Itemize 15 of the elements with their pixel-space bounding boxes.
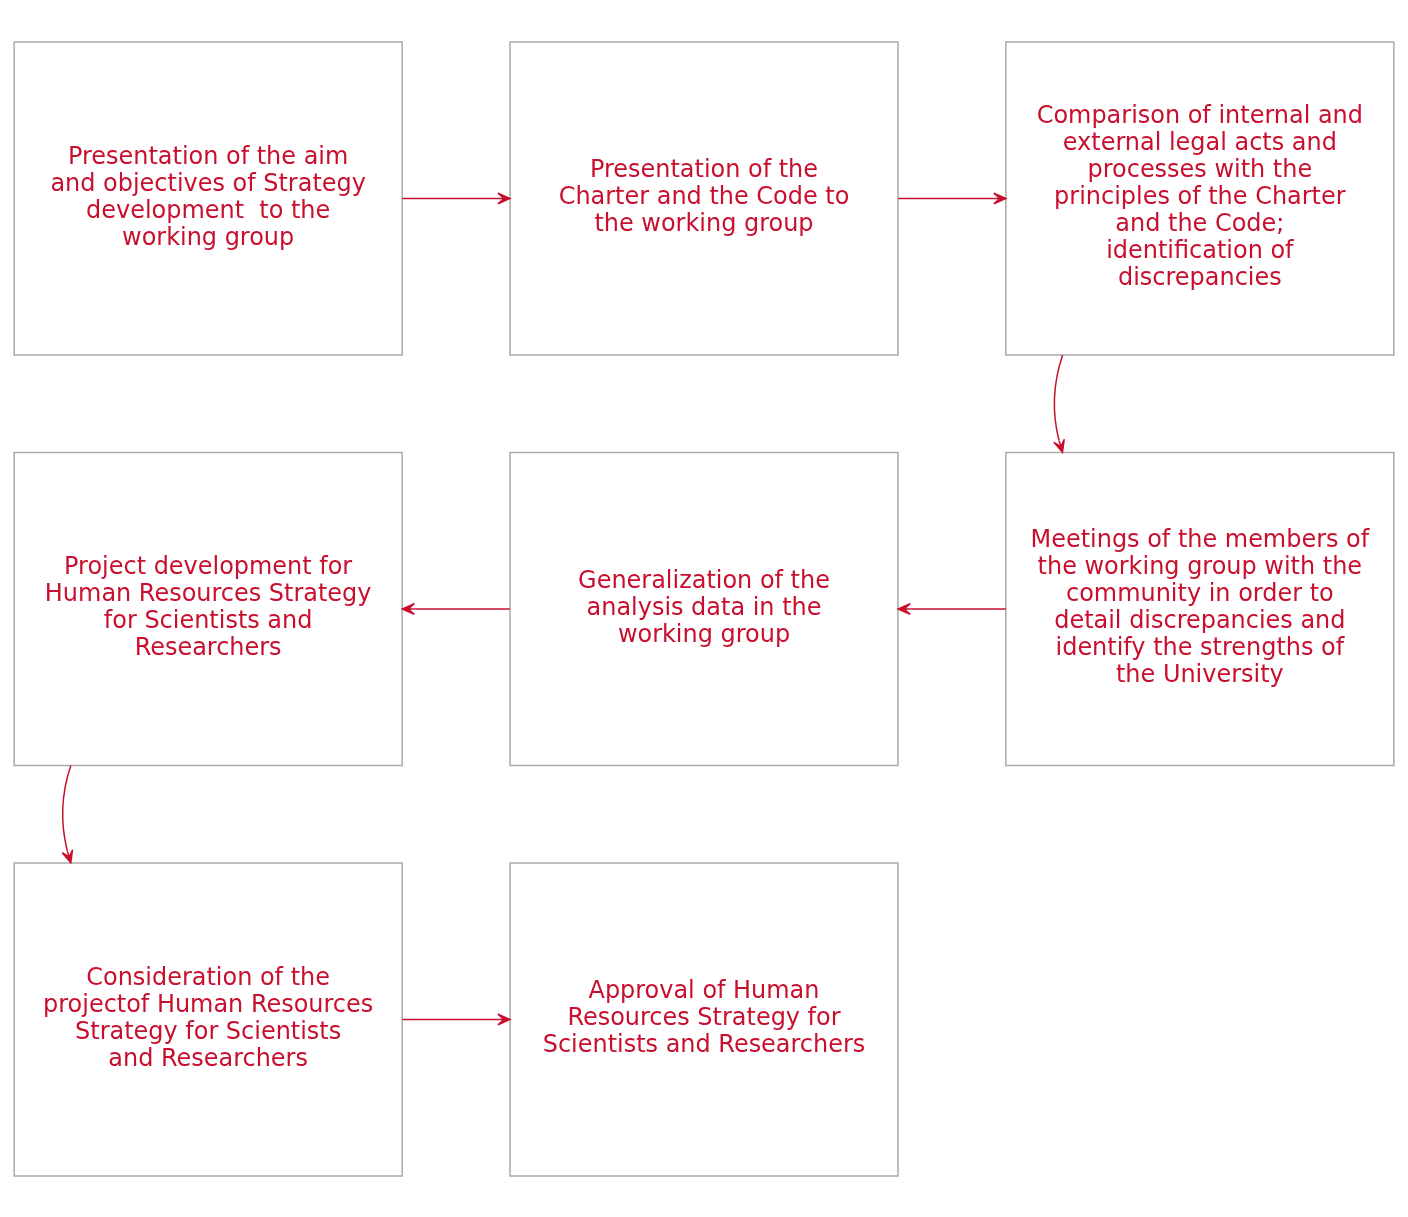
- node-box: Comparison of internal and external legal acts and processes with the principles of the Charter and the Code; identification of discrepancies: [1005, 40, 1395, 356]
- arrow: [401, 602, 511, 615]
- arrow: [61, 764, 74, 863]
- arrow: [401, 1012, 511, 1026]
- node-box: Generalization of the analysis data in the working group: [509, 451, 899, 766]
- node-box: Consideration of the projectof Human Resources Strategy for Scientists and Researchers: [13, 861, 403, 1177]
- node-box: Approval of Human Resources Strategy for Scientists and Researchers: [509, 861, 899, 1177]
- arrow: [897, 602, 1007, 615]
- node-box: Meetings of the members of the working group with the community in order to detail discrepancies and identify the strengths of the University: [1005, 451, 1395, 766]
- arrow: [897, 191, 1007, 205]
- node-box: Presentation of the Charter and the Code to the working group: [509, 40, 899, 356]
- node-box: Project development for Human Resources Strategy for Scientists and Researchers: [13, 451, 403, 766]
- arrow: [401, 191, 511, 205]
- node-box: Presentation of the aim and objectives of Strategy development to the working group: [13, 40, 403, 356]
- arrow: [1053, 353, 1065, 453]
